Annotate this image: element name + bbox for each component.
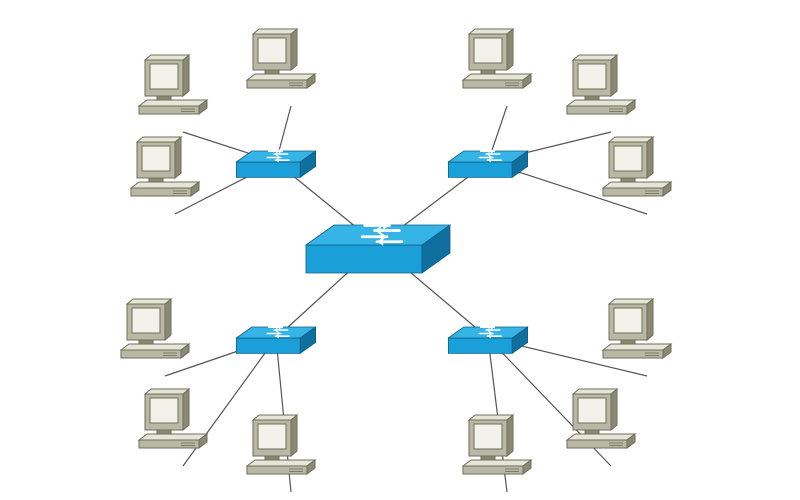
access-switch-icon	[447, 148, 529, 179]
computer-2-2[interactable]	[565, 53, 637, 115]
access-switch-icon	[447, 324, 529, 355]
computer-2-3[interactable]	[601, 135, 673, 197]
computer-3-1[interactable]	[119, 297, 191, 359]
desktop-computer-icon	[601, 135, 673, 197]
computer-3-2[interactable]	[137, 387, 209, 449]
desktop-computer-icon	[601, 297, 673, 359]
computer-1-1[interactable]	[137, 53, 209, 115]
sw-top-left[interactable]	[235, 148, 317, 179]
core-switch[interactable]	[304, 221, 452, 274]
desktop-computer-icon	[129, 135, 201, 197]
desktop-computer-icon	[137, 53, 209, 115]
desktop-computer-icon	[461, 27, 533, 89]
sw-bottom-left[interactable]	[235, 324, 317, 355]
core-switch-icon	[304, 221, 452, 274]
access-switch-icon	[235, 148, 317, 179]
desktop-computer-icon	[461, 413, 533, 475]
computer-4-1[interactable]	[601, 297, 673, 359]
nodes-layer	[119, 27, 673, 475]
desktop-computer-icon	[245, 413, 317, 475]
computer-4-3[interactable]	[461, 413, 533, 475]
desktop-computer-icon	[119, 297, 191, 359]
computer-1-2[interactable]	[245, 27, 317, 89]
computer-2-1[interactable]	[461, 27, 533, 89]
computer-3-3[interactable]	[245, 413, 317, 475]
computer-4-2[interactable]	[565, 387, 637, 449]
computer-1-3[interactable]	[129, 135, 201, 197]
sw-bottom-right[interactable]	[447, 324, 529, 355]
desktop-computer-icon	[565, 53, 637, 115]
sw-top-right[interactable]	[447, 148, 529, 179]
desktop-computer-icon	[565, 387, 637, 449]
desktop-computer-icon	[245, 27, 317, 89]
desktop-computer-icon	[137, 387, 209, 449]
access-switch-icon	[235, 324, 317, 355]
